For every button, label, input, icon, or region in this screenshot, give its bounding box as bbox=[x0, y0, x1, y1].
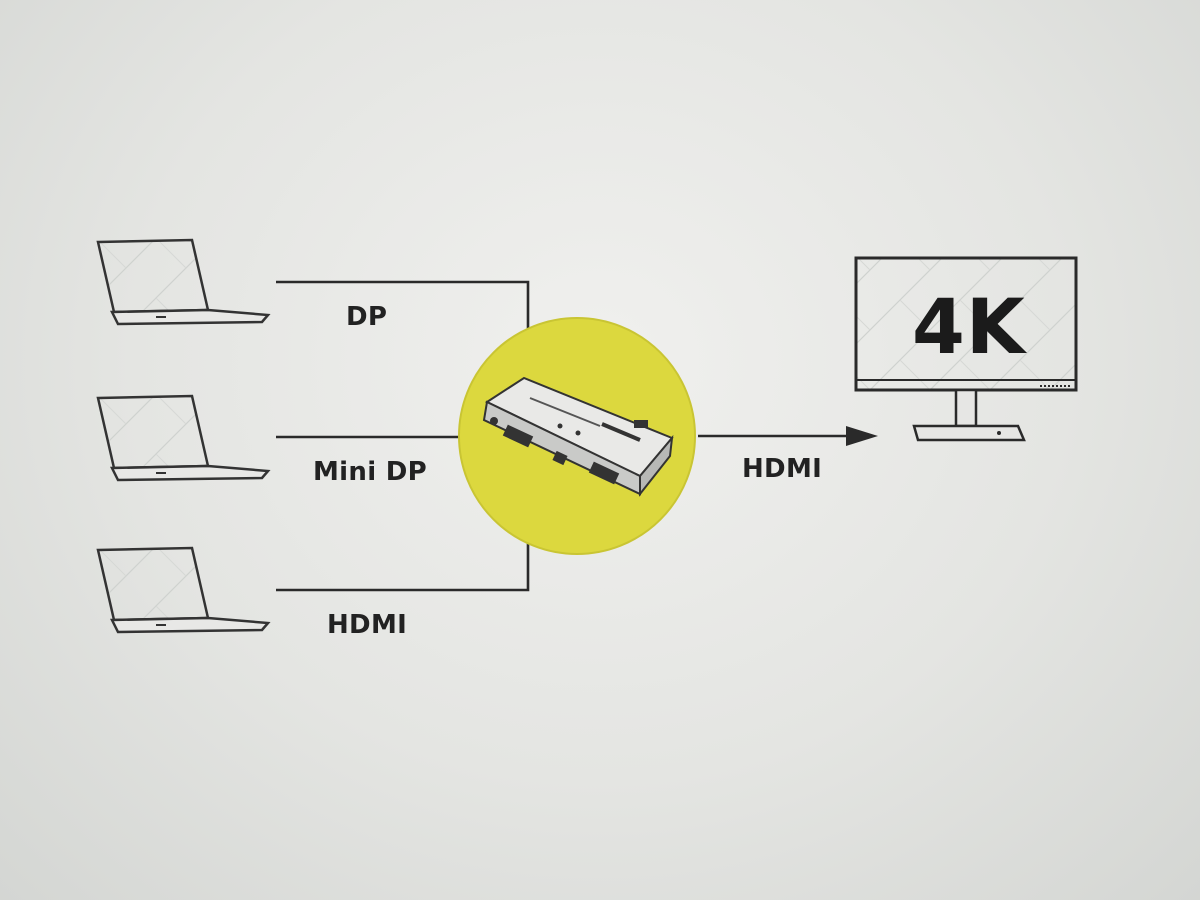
input-lines bbox=[276, 280, 530, 592]
switch-device-icon bbox=[482, 376, 674, 497]
input-label-hdmi: HDMI bbox=[327, 610, 408, 640]
laptop-icon bbox=[96, 394, 271, 482]
monitor-icon bbox=[854, 256, 1078, 442]
output-label-hdmi: HDMI bbox=[742, 454, 823, 484]
input-label-dp: DP bbox=[346, 302, 388, 332]
output-arrow bbox=[698, 426, 878, 446]
laptop-icon bbox=[96, 238, 271, 326]
display-resolution-label: 4K bbox=[912, 282, 1026, 371]
input-label-mini-dp: Mini DP bbox=[313, 457, 427, 487]
laptop-icon bbox=[96, 546, 271, 634]
